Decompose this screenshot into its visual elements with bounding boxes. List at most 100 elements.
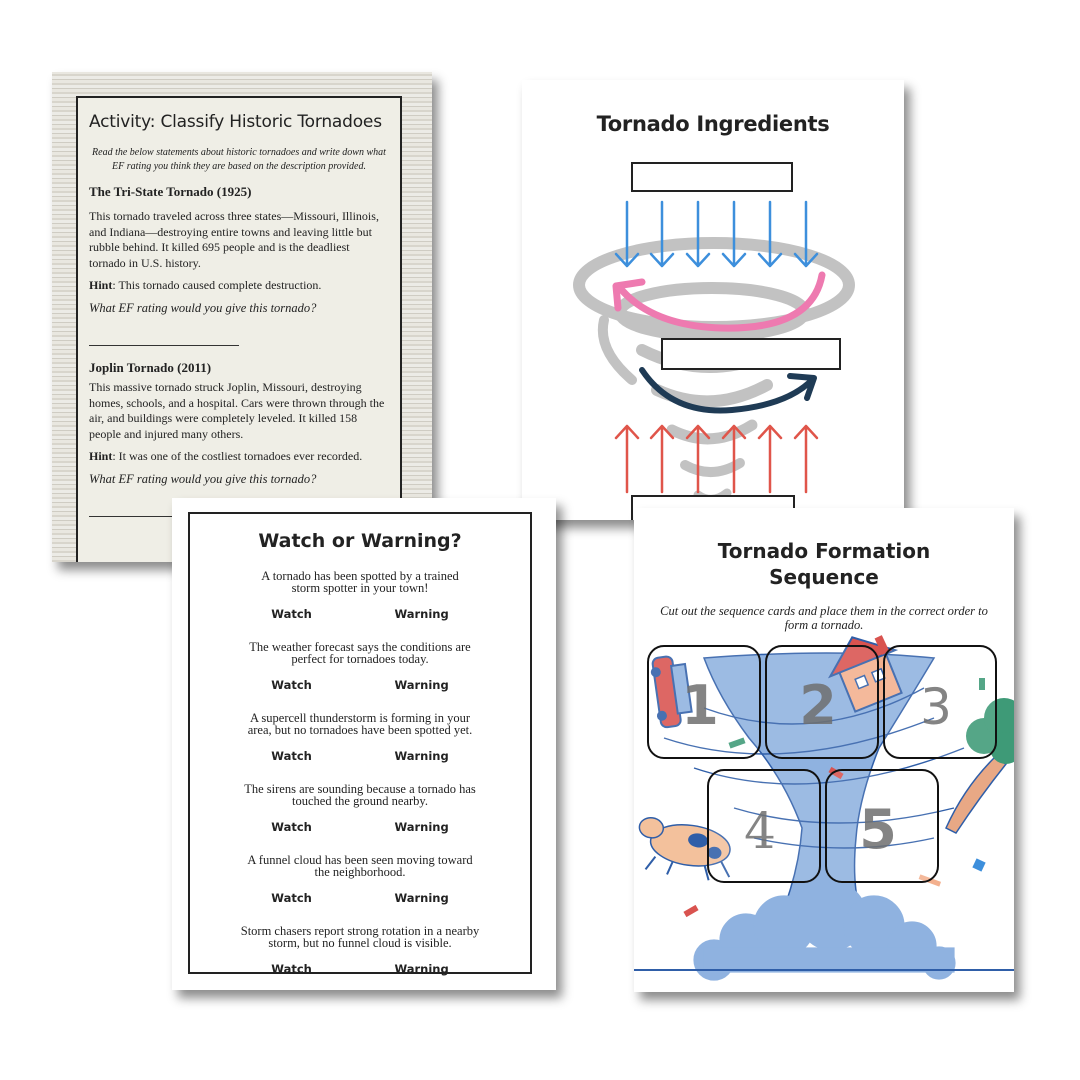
bent-tree-icon	[945, 698, 1014, 834]
card-outline	[647, 645, 761, 759]
tornado-2-question: What EF rating would you give this torna…	[89, 471, 317, 486]
label-box-top[interactable]	[631, 162, 793, 192]
tornado-1-hint: Hint: This tornado caused complete destr…	[89, 278, 389, 294]
scenario-line-1: The weather forecast says the conditions…	[249, 640, 471, 654]
scenario-line-1: A tornado has been spotted by a trained	[261, 569, 459, 583]
card-number: 1	[681, 674, 719, 737]
ingredients-page: Tornado Ingredients	[522, 80, 904, 520]
card-outline	[883, 645, 997, 759]
scenario-line-2: storm, but no funnel cloud is visible.	[268, 936, 452, 950]
wind-swirls	[663, 687, 965, 849]
classify-title: Activity: Classify Historic Tornadoes	[89, 112, 382, 132]
card-number: 4	[744, 802, 776, 860]
rotation-arrow-pink	[612, 271, 826, 332]
tornado-1-description: This tornado traveled across three state…	[89, 209, 379, 270]
warning-option[interactable]: Warning	[394, 678, 449, 692]
watch-option[interactable]: Watch	[271, 891, 312, 905]
warm-air-up-arrows	[614, 424, 819, 494]
scenario-line-2: storm spotter in your town!	[291, 581, 429, 595]
tornado-1-question: What EF rating would you give this torna…	[89, 300, 317, 315]
up-arrow-5	[757, 424, 783, 494]
formation-subtitle: Cut out the sequence cards and place the…	[660, 604, 988, 632]
down-arrow-4	[721, 200, 747, 268]
scenario-options: Watch Warning	[230, 749, 490, 763]
scenario-options: Watch Warning	[230, 962, 490, 976]
tornado-2-description: This massive tornado struck Joplin, Miss…	[89, 380, 385, 441]
scenario-statement: A supercell thunderstorm is forming in y…	[215, 711, 505, 737]
scenario-line-1: The sirens are sounding because a tornad…	[244, 782, 476, 796]
scenario-line-2: touched the ground nearby.	[292, 794, 428, 808]
formation-title-line2: Sequence	[769, 565, 879, 589]
watch-option[interactable]: Watch	[271, 607, 312, 621]
scenario-line-1: Storm chasers report strong rotation in …	[240, 924, 480, 938]
warning-option[interactable]: Warning	[394, 891, 449, 905]
classify-intro: Read the below statements about historic…	[92, 147, 386, 172]
warning-option[interactable]: Warning	[394, 820, 449, 834]
card-number: 5	[859, 798, 897, 861]
formation-title-line1: Tornado Formation	[717, 539, 931, 563]
scenario-options: Watch Warning	[230, 891, 490, 905]
down-arrow-1	[614, 200, 640, 268]
down-arrow-6	[793, 200, 819, 268]
cold-air-down-arrows	[614, 200, 819, 268]
card-outline	[707, 769, 821, 883]
sequence-card-3[interactable]: 3	[883, 645, 997, 759]
warning-option[interactable]: Warning	[394, 607, 449, 621]
sequence-card-4[interactable]: 4	[707, 769, 821, 883]
classify-paper: Activity: Classify Historic Tornadoes Re…	[76, 96, 402, 562]
ingredients-title: Tornado Ingredients	[596, 112, 830, 136]
rotation-arrow-dark	[639, 367, 817, 414]
watch-option[interactable]: Watch	[271, 820, 312, 834]
scenario-line-2: perfect for tornadoes today.	[291, 652, 429, 666]
watch-option[interactable]: Watch	[271, 749, 312, 763]
up-arrow-1	[614, 424, 640, 494]
down-arrow-3	[685, 200, 711, 268]
flying-car-icon	[650, 655, 693, 729]
warning-option[interactable]: Warning	[394, 749, 449, 763]
scenario-options: Watch Warning	[230, 820, 490, 834]
sequence-card-1[interactable]: 1	[647, 645, 761, 759]
scenario-statement: A funnel cloud has been seen moving towa…	[215, 853, 505, 879]
classify-worksheet-page: Activity: Classify Historic Tornadoes Re…	[52, 72, 432, 562]
scenario-statement: The sirens are sounding because a tornad…	[215, 782, 505, 808]
scenario-line-1: A funnel cloud has been seen moving towa…	[247, 853, 473, 867]
scenario-statement: The weather forecast says the conditions…	[215, 640, 505, 666]
watch-option[interactable]: Watch	[271, 962, 312, 976]
watch-warning-page: Watch or Warning? A tornado has been spo…	[172, 498, 556, 990]
flying-cow-icon	[638, 816, 731, 881]
up-arrow-3	[685, 424, 711, 494]
scenario-options: Watch Warning	[230, 678, 490, 692]
tornado-2-hint: Hint: It was one of the costliest tornad…	[89, 449, 389, 465]
ground-cloud	[693, 881, 956, 981]
down-arrow-5	[757, 200, 783, 268]
hint-label: Hint	[89, 278, 113, 292]
scenario-statement: Storm chasers report strong rotation in …	[215, 924, 505, 950]
tornado-gray-illustration	[573, 237, 855, 504]
scenario-line-2: area, but no tornadoes have been spotted…	[247, 723, 473, 737]
scenario-options: Watch Warning	[230, 607, 490, 621]
scenario-line-1: A supercell thunderstorm is forming in y…	[249, 711, 471, 725]
scenario-line-2: the neighborhood.	[314, 865, 406, 879]
tornado-1-title: The Tri-State Tornado (1925)	[89, 184, 252, 199]
hint-label: Hint	[89, 449, 113, 463]
ingredients-diagram	[573, 162, 855, 520]
watch-warning-frame: Watch or Warning? A tornado has been spo…	[188, 512, 532, 976]
label-box-middle[interactable]	[661, 338, 841, 370]
down-arrow-2	[649, 200, 675, 268]
watch-option[interactable]: Watch	[271, 678, 312, 692]
warning-option[interactable]: Warning	[394, 962, 449, 976]
sequence-card-2[interactable]: 2	[765, 645, 879, 759]
watch-warning-title: Watch or Warning?	[258, 530, 462, 552]
card-outline	[765, 645, 879, 759]
up-arrow-4	[721, 424, 747, 494]
card-number: 2	[799, 674, 837, 737]
answer-line-1	[89, 323, 239, 346]
card-outline	[825, 769, 939, 883]
sequence-card-5[interactable]: 5	[825, 769, 939, 883]
